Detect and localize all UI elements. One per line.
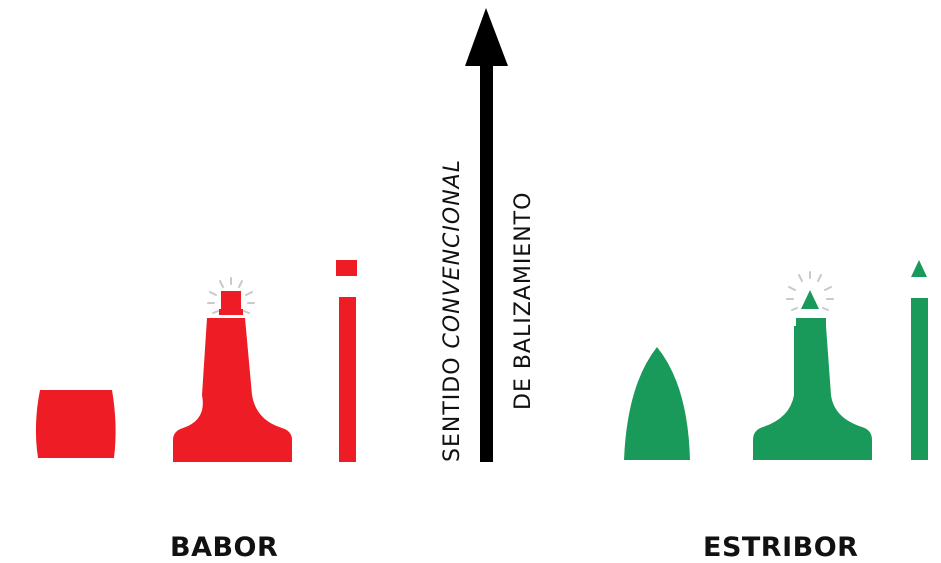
- starboard-pillar-buoy-icon: [753, 290, 872, 460]
- port-spar-buoy-icon: [336, 260, 357, 462]
- conventional-direction-arrow-icon: [465, 8, 508, 462]
- port-light-rays-icon: [207, 277, 255, 314]
- starboard-light-rays-icon: [786, 271, 834, 311]
- arrow-label-line1: SENTIDO CONVENCIONAL: [440, 159, 465, 462]
- starboard-label: ESTRIBOR: [703, 532, 859, 563]
- port-can-buoy-icon: [35, 390, 116, 458]
- arrow-label-line2: DE BALIZAMIENTO: [511, 191, 536, 410]
- port-pillar-buoy-icon: [173, 291, 292, 462]
- port-label: BABOR: [170, 532, 279, 563]
- starboard-spar-buoy-icon: [911, 260, 928, 460]
- starboard-conical-buoy-icon: [624, 347, 690, 460]
